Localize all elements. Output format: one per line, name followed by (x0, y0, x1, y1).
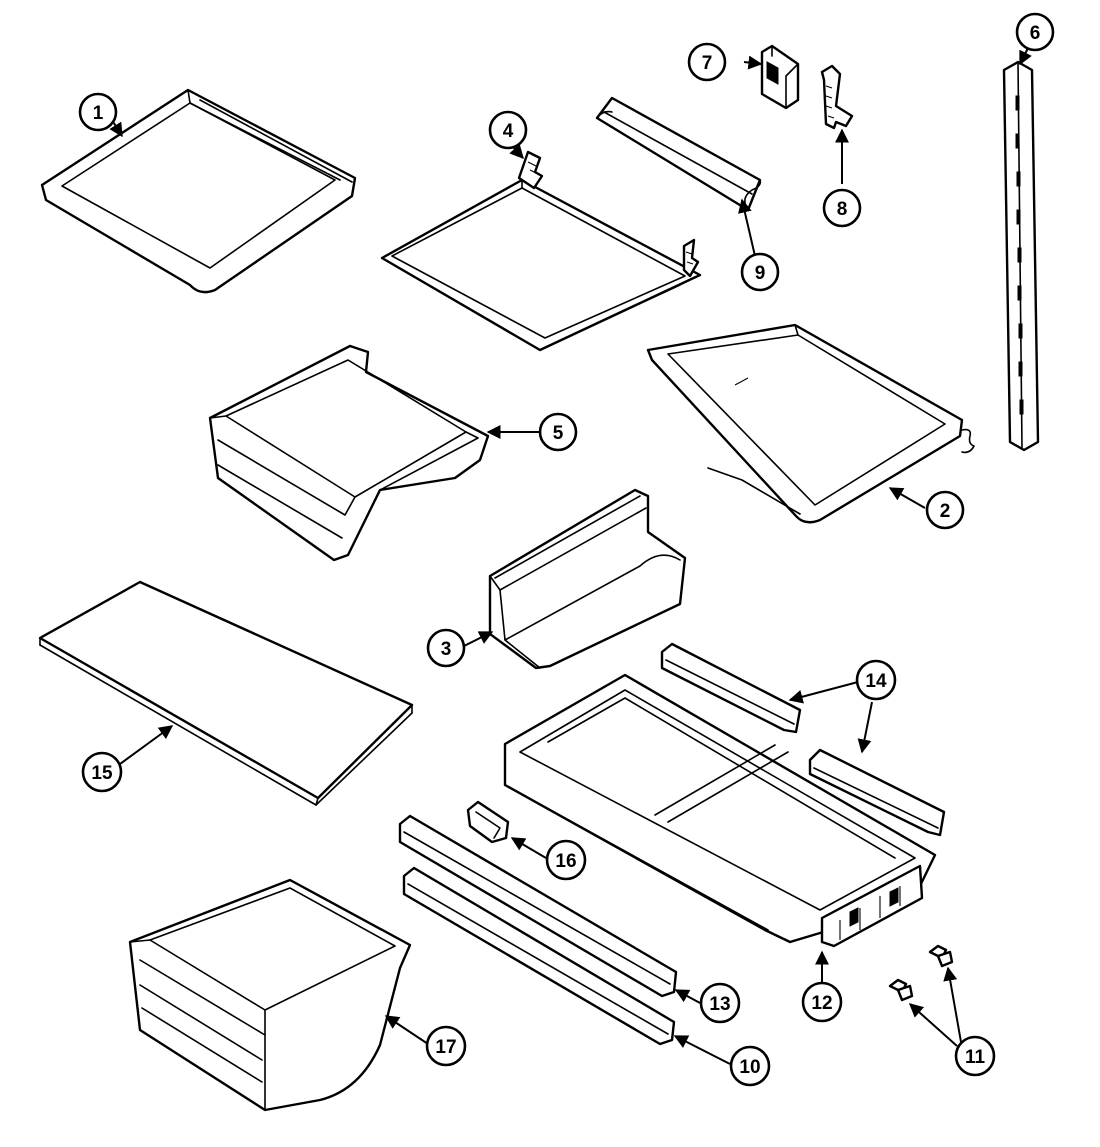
callout-7: 7 (687, 42, 727, 82)
part-6-ladder-rail (1002, 60, 1040, 452)
part-5-deli-drawer (208, 344, 490, 562)
callout-7-label: 7 (702, 53, 713, 74)
part-11-screws (888, 944, 954, 1002)
part-3-crisper-rail (488, 488, 687, 670)
part-12-crisper-cover-frame (503, 673, 937, 948)
callout-6-label: 6 (1030, 23, 1041, 44)
part-7-clip (760, 44, 800, 110)
callout-5-label: 5 (553, 423, 564, 444)
callout-10-label: 10 (739, 1057, 760, 1078)
callout-10: 10 (729, 1045, 771, 1087)
callout-14-label: 14 (865, 671, 887, 692)
callout-2: 2 (925, 490, 965, 530)
callout-9: 9 (740, 252, 780, 292)
callout-6: 6 (1015, 12, 1055, 52)
callout-12: 12 (801, 981, 843, 1023)
part-10-slide-rail (402, 866, 676, 1046)
callout-17: 17 (425, 1025, 467, 1067)
callout-14: 14 (855, 659, 897, 701)
callout-5: 5 (538, 412, 578, 452)
callout-8: 8 (822, 188, 862, 228)
leader-lines (109, 47, 1032, 1065)
part-16-bracket (466, 800, 510, 844)
callout-16-label: 16 (555, 851, 576, 872)
callout-11: 11 (954, 1035, 996, 1077)
callout-15-label: 15 (91, 763, 113, 784)
part-14-channel-rails (660, 642, 946, 837)
part-8-bracket (820, 64, 854, 130)
callout-16: 16 (545, 839, 587, 881)
callout-12-label: 12 (811, 993, 832, 1014)
part-9-cover-support (595, 96, 762, 212)
callout-2-label: 2 (940, 501, 951, 522)
callout-8-label: 8 (837, 199, 848, 220)
callout-11-label: 11 (965, 1047, 986, 1068)
callout-13: 13 (699, 982, 741, 1024)
callout-3: 3 (426, 628, 466, 668)
callout-15: 15 (81, 751, 123, 793)
callout-13-label: 13 (709, 994, 730, 1015)
callout-17-label: 17 (435, 1037, 456, 1058)
callout-4-label: 4 (503, 121, 514, 142)
callout-4: 4 (488, 110, 528, 150)
part-2-glass-shelf (646, 323, 975, 524)
part-17-crisper-drawer (128, 878, 412, 1112)
part-4-wire-shelf (380, 150, 702, 352)
part-13-slide-rail (398, 814, 678, 998)
part-1-glass-shelf (40, 88, 357, 294)
callout-9-label: 9 (755, 263, 766, 284)
part-15-glass-panel (38, 580, 414, 806)
callout-1-label: 1 (93, 103, 104, 124)
callout-3-label: 3 (441, 639, 452, 660)
callout-1: 1 (78, 92, 118, 132)
